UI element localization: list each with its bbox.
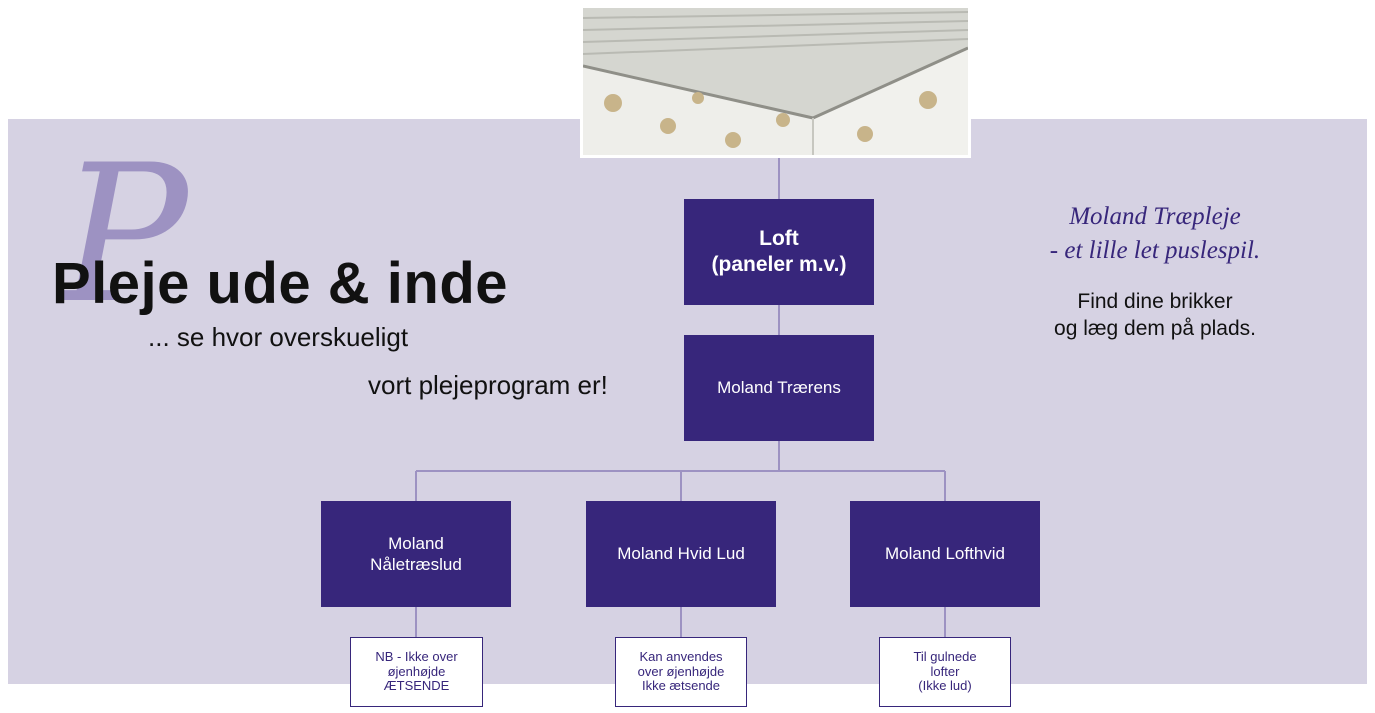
- note-lofthvid: Til gulnede lofter (Ikke lud): [879, 637, 1011, 707]
- page-title: Pleje ude & inde: [52, 251, 508, 316]
- node-product-naaletraeslud: Moland Nåletræslud: [321, 501, 511, 607]
- instruction-text: Find dine brikker og læg dem på plads.: [1054, 290, 1256, 341]
- note-naaletraeslud: NB - Ikke over øjenhøjde ÆTSENDE: [350, 637, 483, 707]
- root-node-loft: Loft (paneler m.v.): [684, 199, 874, 305]
- ceiling-photo: [580, 5, 971, 158]
- subtitle-line-2: vort plejeprogram er!: [368, 370, 608, 400]
- subtitle-line-1: ... se hvor overskueligt: [148, 322, 409, 352]
- node-cleaner: Moland Trærens: [684, 335, 874, 441]
- note-hvid-lud: Kan anvendes over øjenhøjde Ikke ætsende: [615, 637, 747, 707]
- node-product-hvid-lud: Moland Hvid Lud: [586, 501, 776, 607]
- brand-tagline: Moland Træpleje - et lille let puslespil…: [1049, 203, 1261, 264]
- node-product-lofthvid: Moland Lofthvid: [850, 501, 1040, 607]
- decorative-initial: P: [60, 124, 188, 345]
